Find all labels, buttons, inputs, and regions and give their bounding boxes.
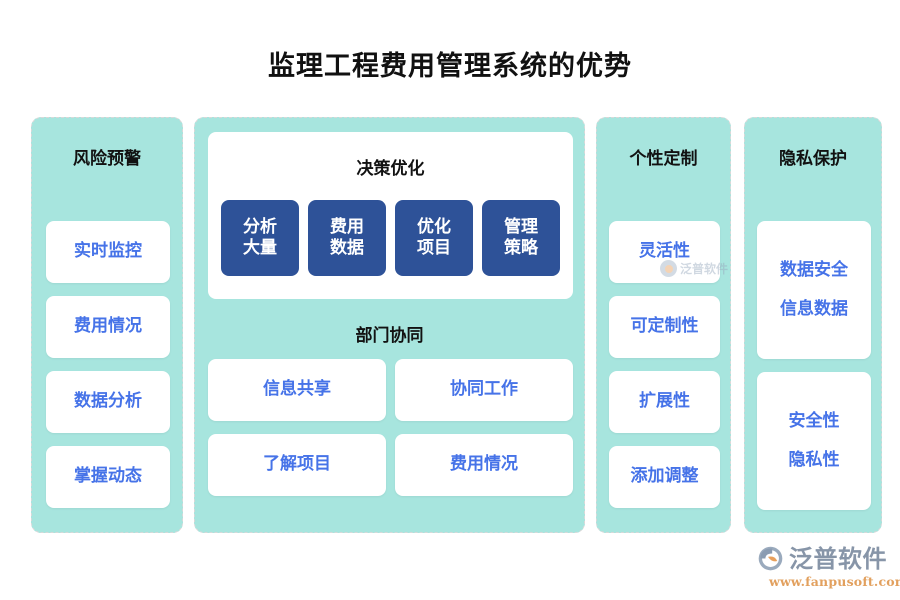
blue-box-1[interactable]: 分析 大量 bbox=[221, 200, 299, 276]
brand-logo: 泛普软件 www.fanpusoft.com bbox=[757, 545, 900, 589]
card-label: 协同工作 bbox=[450, 379, 518, 400]
panel-decision-optimization: 决策优化 分析 大量 费用 数据 优化 项目 管理 策略 bbox=[194, 117, 585, 533]
fanpu-swirl-icon bbox=[758, 546, 783, 571]
blue-box-line2: 策略 bbox=[504, 238, 538, 258]
card-collab-3[interactable]: 了解项目 bbox=[208, 434, 386, 496]
card-custom-2[interactable]: 可定制性 bbox=[609, 296, 720, 358]
card-risk-2[interactable]: 费用情况 bbox=[46, 296, 170, 358]
panel-title-decision-optimization: 决策优化 bbox=[356, 159, 425, 179]
blue-box-4[interactable]: 管理 策略 bbox=[482, 200, 560, 276]
panel-privacy-protection: 隐私保护 数据安全 信息数据 安全性 隐私性 bbox=[744, 117, 882, 533]
blue-box-3[interactable]: 优化 项目 bbox=[395, 200, 473, 276]
card-label: 掌握动态 bbox=[74, 466, 142, 487]
card-line2: 隐私性 bbox=[788, 449, 840, 470]
card-label: 数据分析 bbox=[74, 391, 142, 412]
card-line1: 数据安全 bbox=[780, 259, 848, 280]
card-risk-4[interactable]: 掌握动态 bbox=[46, 446, 170, 508]
panel-title-risk-warning: 风险预警 bbox=[73, 149, 141, 169]
card-label: 可定制性 bbox=[630, 316, 699, 337]
card-decision-optimization: 决策优化 分析 大量 费用 数据 优化 项目 管理 策略 bbox=[208, 132, 573, 299]
blue-box-line2: 大量 bbox=[243, 238, 277, 258]
blue-box-line2: 项目 bbox=[417, 238, 451, 258]
brand-row: 泛普软件 bbox=[757, 545, 889, 572]
blue-box-line1: 优化 bbox=[417, 217, 451, 238]
card-risk-3[interactable]: 数据分析 bbox=[46, 371, 170, 433]
card-label: 添加调整 bbox=[630, 466, 699, 487]
blue-box-line1: 费用 bbox=[330, 217, 364, 238]
card-label: 费用情况 bbox=[74, 316, 142, 337]
blue-box-line1: 管理 bbox=[504, 217, 538, 238]
card-line1: 安全性 bbox=[788, 410, 840, 431]
card-privacy-1[interactable]: 数据安全 信息数据 bbox=[757, 221, 871, 359]
card-label: 实时监控 bbox=[74, 241, 142, 262]
card-label: 灵活性 bbox=[639, 241, 690, 262]
blue-box-line1: 分析 bbox=[243, 217, 277, 238]
brand-url: www.fanpusoft.com bbox=[769, 574, 900, 589]
section-title-department-collaboration: 部门协同 bbox=[355, 326, 424, 346]
card-custom-4[interactable]: 添加调整 bbox=[609, 446, 720, 508]
card-custom-3[interactable]: 扩展性 bbox=[609, 371, 720, 433]
card-custom-1[interactable]: 灵活性 bbox=[609, 221, 720, 283]
card-label: 信息共享 bbox=[263, 379, 331, 400]
card-label: 了解项目 bbox=[263, 454, 331, 475]
card-label: 扩展性 bbox=[639, 391, 690, 412]
page-title: 监理工程费用管理系统的优势 bbox=[268, 51, 632, 82]
panel-title-privacy-protection: 隐私保护 bbox=[779, 149, 847, 169]
blue-box-line2: 数据 bbox=[330, 238, 364, 258]
card-label: 费用情况 bbox=[450, 454, 518, 475]
card-privacy-2[interactable]: 安全性 隐私性 bbox=[757, 372, 871, 510]
panel-risk-warning: 风险预警 实时监控 费用情况 数据分析 掌握动态 bbox=[31, 117, 183, 533]
blue-box-2[interactable]: 费用 数据 bbox=[308, 200, 386, 276]
panel-personalized-customization: 个性定制 灵活性 可定制性 扩展性 添加调整 bbox=[596, 117, 731, 533]
card-line2: 信息数据 bbox=[780, 298, 848, 319]
brand-name: 泛普软件 bbox=[789, 544, 887, 573]
card-collab-1[interactable]: 信息共享 bbox=[208, 359, 386, 421]
blue-box-row: 分析 大量 费用 数据 优化 项目 管理 策略 bbox=[221, 200, 560, 276]
card-collab-2[interactable]: 协同工作 bbox=[395, 359, 573, 421]
card-risk-1[interactable]: 实时监控 bbox=[46, 221, 170, 283]
panel-title-personalized-customization: 个性定制 bbox=[629, 149, 698, 169]
card-collab-4[interactable]: 费用情况 bbox=[395, 434, 573, 496]
